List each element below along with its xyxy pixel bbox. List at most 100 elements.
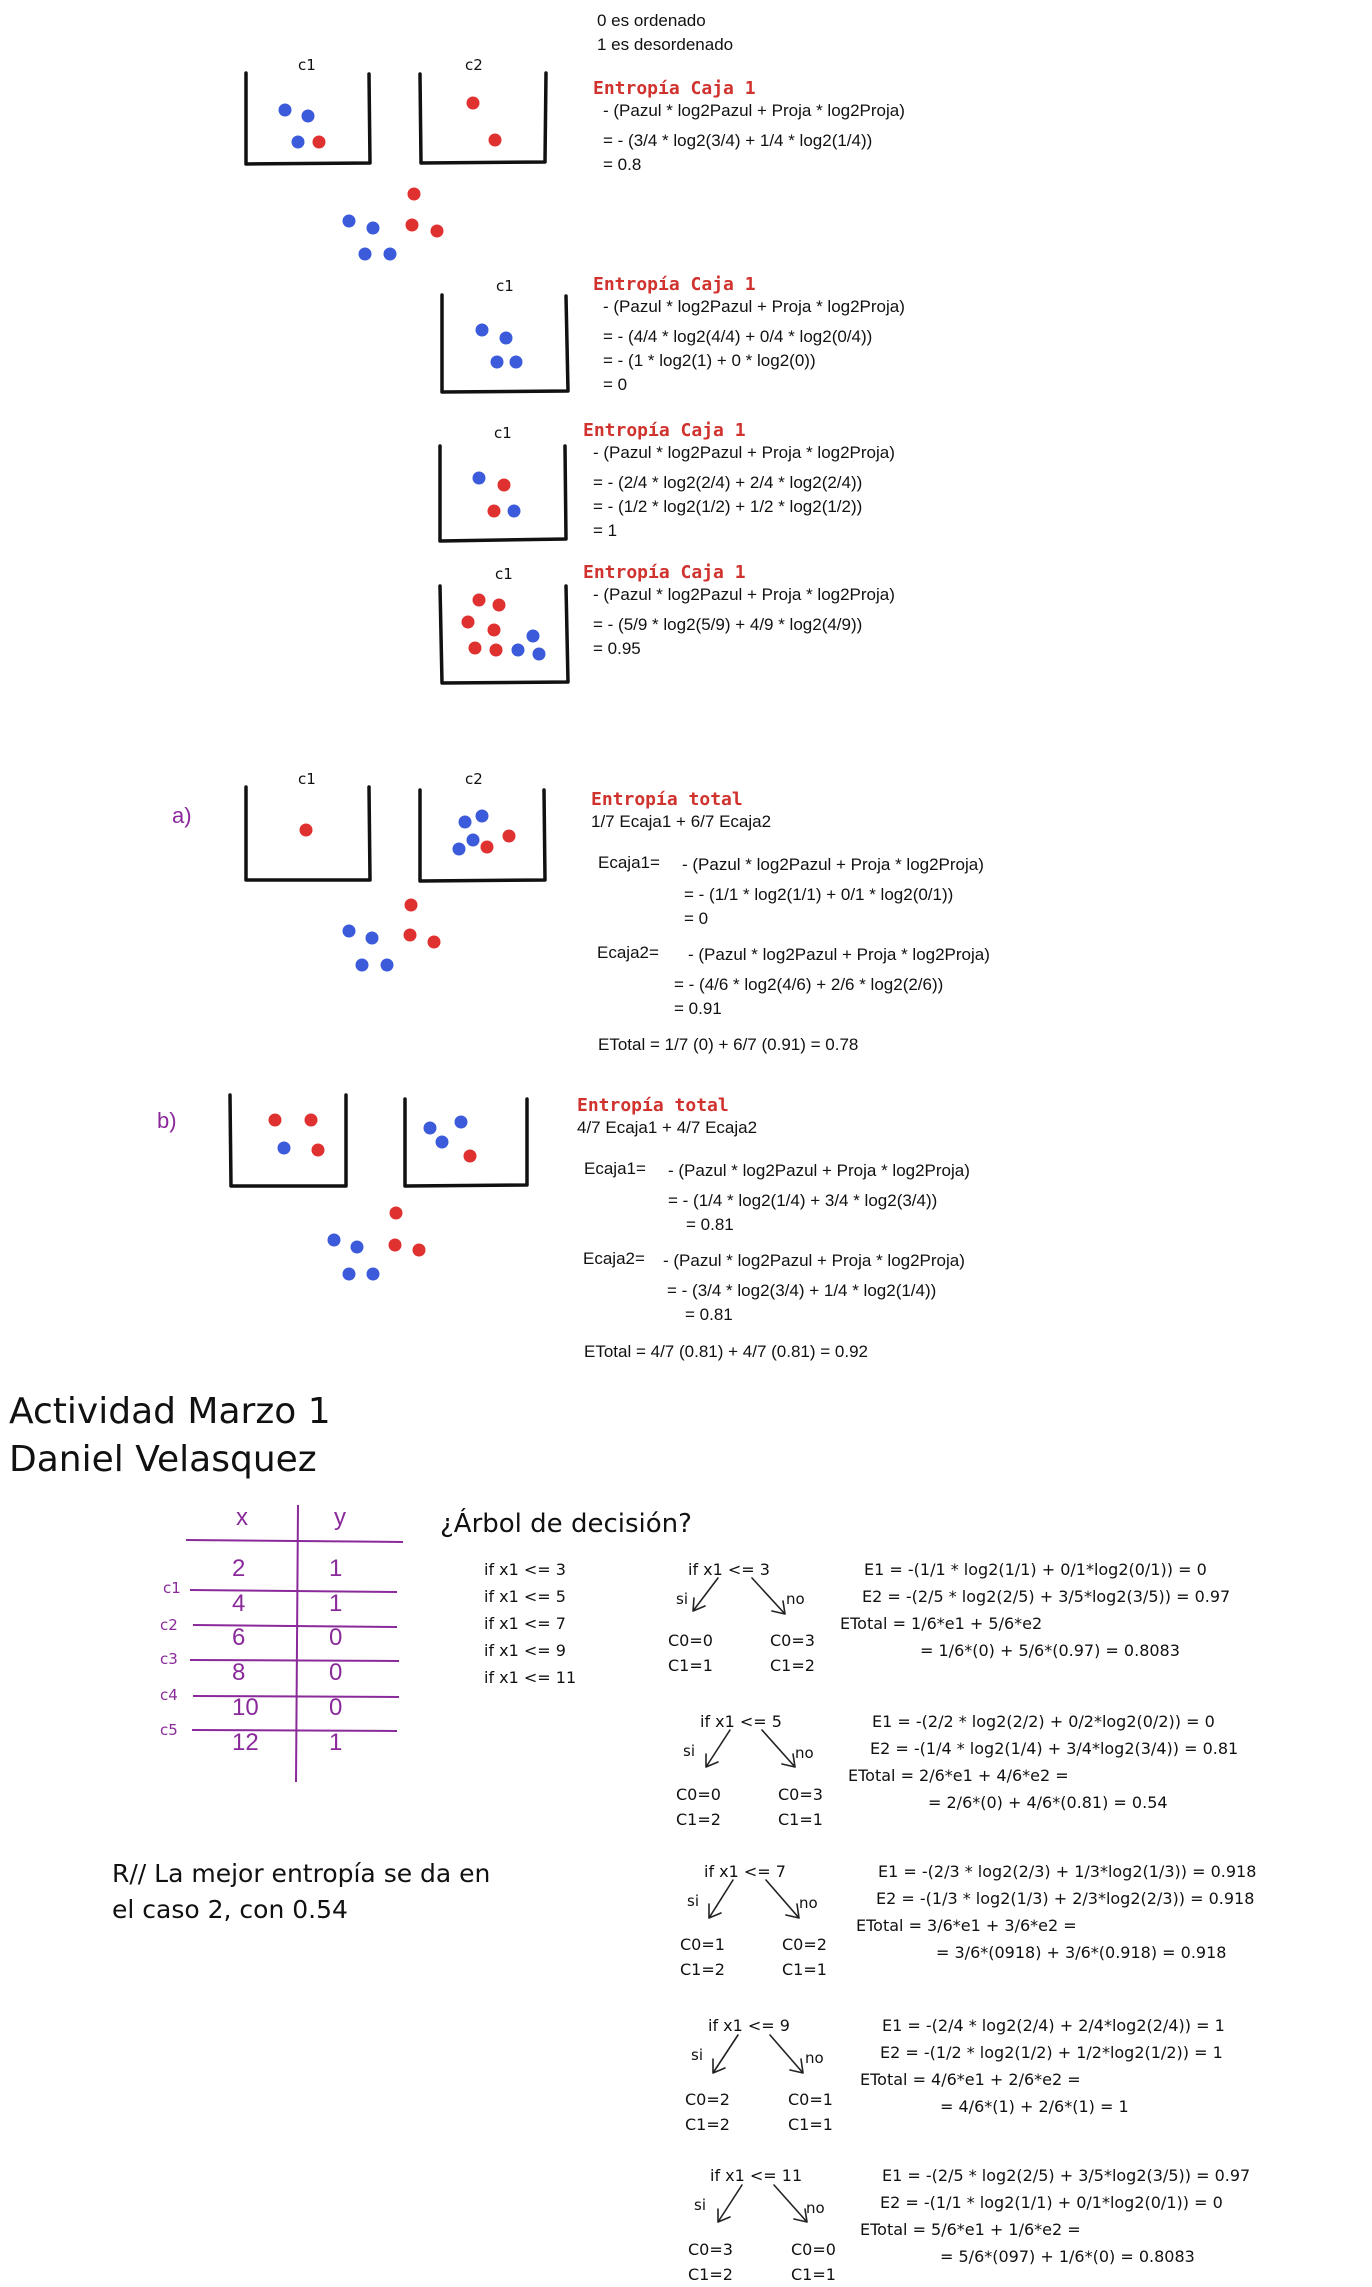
formula-line: = - (2/4 * log2(2/4) + 2/4 * log2(2/4)) — [593, 473, 863, 492]
calc-line: = 4/6*(1) + 2/6*(1) = 1 — [940, 2097, 1129, 2116]
box-label-c2: c2 — [465, 56, 483, 74]
calc-line: = 2/6*(0) + 4/6*(0.81) = 0.54 — [928, 1793, 1168, 1812]
table-lines — [185, 1504, 404, 1783]
calc-line: E2 = -(1/4 * log2(1/4) + 3/4*log2(3/4)) … — [870, 1739, 1239, 1758]
section-title: Entropía total — [591, 789, 743, 810]
ecaja2-label: Ecaja2= — [597, 943, 659, 962]
branch-yes: si — [694, 2196, 706, 2214]
leaf-count: C1=1 — [778, 1810, 823, 1829]
ecaja2-label: Ecaja2= — [583, 1249, 645, 1268]
formula-line: - (Pazul * log2Pazul + Proja * log2Proja… — [603, 297, 905, 316]
formula-line: - (Pazul * log2Pazul + Proja * log2Proja… — [688, 945, 990, 964]
formula-line: = - (3/4 * log2(3/4) + 1/4 * log2(1/4)) — [603, 131, 873, 150]
legend-line: 1 es desordenado — [597, 35, 734, 54]
calc-line: E1 = -(2/5 * log2(2/5) + 3/5*log2(3/5)) … — [882, 2166, 1251, 2185]
calc-line: E1 = -(1/1 * log2(1/1) + 0/1*log2(0/1)) … — [864, 1560, 1207, 1579]
leaf-left: C0=0 C1=2 — [676, 1782, 721, 1832]
formula-line: = - (1/4 * log2(1/4) + 3/4 * log2(3/4)) — [668, 1191, 938, 1210]
table-cell-x: 2 — [232, 1555, 246, 1582]
table-cell-x: 10 — [232, 1694, 259, 1721]
answer: R// La mejor entropía se da en el caso 2… — [112, 1856, 490, 1928]
leaf-count: C1=2 — [685, 2115, 730, 2134]
branch-no: no — [805, 2049, 824, 2067]
formula-line: = - (1/2 * log2(1/2) + 1/2 * log2(1/2)) — [593, 497, 863, 516]
branch-yes: si — [683, 1742, 695, 1760]
decision-tree-question: ¿Árbol de decisión? — [440, 1509, 692, 1539]
calc-line: E1 = -(2/2 * log2(2/2) + 0/2*log2(0/2)) … — [872, 1712, 1215, 1731]
leaf-count: C1=1 — [791, 2265, 836, 2284]
calc-line: E2 = -(1/3 * log2(1/3) + 2/3*log2(2/3)) … — [876, 1889, 1255, 1908]
box-c2-b — [403, 1097, 529, 1188]
conditions-list: if x1 <= 3 if x1 <= 5 if x1 <= 7 if x1 <… — [484, 1556, 576, 1691]
cut-label: c2 — [160, 1616, 178, 1634]
box-c1-block3 — [438, 444, 568, 543]
condition-item: if x1 <= 5 — [484, 1587, 566, 1606]
formula-line: - (Pazul * log2Pazul + Proja * log2Proja… — [668, 1161, 970, 1180]
formula-line: = 0.81 — [685, 1305, 733, 1324]
cut-label: c5 — [160, 1721, 178, 1739]
etotal-b: ETotal = 4/7 (0.81) + 4/7 (0.81) = 0.92 — [584, 1342, 868, 1361]
table-cell-y: 0 — [329, 1659, 343, 1686]
cut-label: c1 — [163, 1579, 181, 1597]
calc-line: ETotal = 4/6*e1 + 2/6*e2 = — [860, 2070, 1081, 2089]
formula-line: = - (3/4 * log2(3/4) + 1/4 * log2(1/4)) — [667, 1281, 937, 1300]
tree-calc: E1 = -(2/2 * log2(2/2) + 0/2*log2(0/2)) … — [848, 1708, 1238, 1816]
condition-item: if x1 <= 3 — [484, 1560, 566, 1579]
dots — [268, 96, 546, 1281]
leaf-left: C0=2 C1=2 — [685, 2087, 730, 2137]
ecaja2-lines: - (Pazul * log2Pazul + Proja * log2Proja… — [674, 943, 990, 1021]
leaf-right: C0=0 C1=1 — [791, 2237, 836, 2287]
box-label-c1: c1 — [496, 277, 514, 295]
leaf-right: C0=1 C1=1 — [788, 2087, 833, 2137]
leaf-right: C0=3 C1=2 — [770, 1628, 815, 1678]
calc-line: ETotal = 3/6*e1 + 3/6*e2 = — [856, 1916, 1077, 1935]
ecaja1-label: Ecaja1= — [584, 1159, 646, 1178]
branch-yes: si — [676, 1590, 688, 1608]
formula-line: - (Pazul * log2Pazul + Proja * log2Proja… — [593, 443, 895, 462]
formula-line: - (Pazul * log2Pazul + Proja * log2Proja… — [663, 1251, 965, 1270]
calc-line: = 5/6*(097) + 1/6*(0) = 0.8083 — [940, 2247, 1195, 2266]
formula-line: = 1 — [593, 521, 618, 540]
table-cell-x: 4 — [232, 1590, 246, 1617]
table-cell-y: 1 — [329, 1590, 343, 1617]
entropy-block-3: Entropía Caja 1 - (Pazul * log2Pazul + P… — [583, 420, 895, 543]
formula-line: = - (5/9 * log2(5/9) + 4/9 * log2(4/9)) — [593, 615, 863, 634]
calc-line: = 1/6*(0) + 5/6*(0.97) = 0.8083 — [920, 1641, 1180, 1660]
table-cell-y: 1 — [329, 1555, 343, 1582]
leaf-count: C0=0 — [676, 1785, 721, 1804]
branch-no: no — [786, 1590, 805, 1608]
condition-item: if x1 <= 11 — [484, 1668, 577, 1687]
formula-line: = - (1 * log2(1) + 0 * log2(0)) — [603, 351, 816, 370]
box-label-c1: c1 — [495, 565, 513, 583]
legend: 0 es ordenado 1 es desordenado — [597, 9, 733, 57]
weighted-formula: 1/7 Ecaja1 + 6/7 Ecaja2 — [591, 812, 772, 831]
leaf-left: C0=3 C1=2 — [688, 2237, 733, 2287]
leaf-count: C0=3 — [770, 1631, 815, 1650]
tree-condition: if x1 <= 11 — [710, 2166, 803, 2185]
formula-line: = - (1/1 * log2(1/1) + 0/1 * log2(0/1)) — [684, 885, 954, 904]
section-label-b: b) — [157, 1108, 177, 1133]
tree-condition: if x1 <= 3 — [688, 1560, 770, 1579]
leaf-right: C0=3 C1=1 — [778, 1782, 823, 1832]
leaf-right: C0=2 C1=1 — [782, 1932, 827, 1982]
table-cell-x: 6 — [232, 1624, 246, 1651]
box-label-c1: c1 — [494, 424, 512, 442]
entropy-block-4: Entropía Caja 1 - (Pazul * log2Pazul + P… — [583, 562, 895, 661]
condition-item: if x1 <= 9 — [484, 1641, 566, 1660]
calc-line: ETotal = 2/6*e1 + 4/6*e2 = — [848, 1766, 1069, 1785]
branch-no: no — [795, 1744, 814, 1762]
ecaja1-lines: - (Pazul * log2Pazul + Proja * log2Proja… — [682, 853, 984, 931]
ecaja1-label: Ecaja1= — [598, 853, 660, 872]
leaf-count: C0=2 — [782, 1935, 827, 1954]
formula-line: = 0 — [603, 375, 628, 394]
branch-no: no — [799, 1894, 818, 1912]
author-name: Daniel Velasquez — [9, 1439, 317, 1480]
table-cell-x: 8 — [232, 1659, 246, 1686]
formula-line: - (Pazul * log2Pazul + Proja * log2Proja… — [593, 585, 895, 604]
leaf-count: C1=2 — [688, 2265, 733, 2284]
calc-line: ETotal = 5/6*e1 + 1/6*e2 = — [860, 2220, 1081, 2239]
branch-yes: si — [687, 1892, 699, 1910]
tree-calc: E1 = -(2/4 * log2(2/4) + 2/4*log2(2/4)) … — [860, 2012, 1225, 2120]
table-cell-x: 12 — [232, 1729, 259, 1756]
formula-line: = - (4/4 * log2(4/4) + 0/4 * log2(0/4)) — [603, 327, 873, 346]
